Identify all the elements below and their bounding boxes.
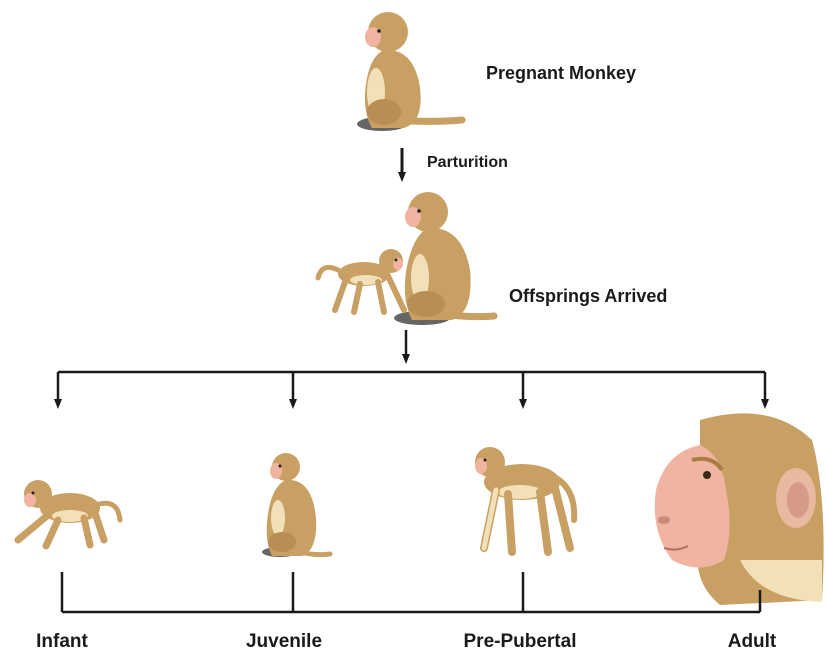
offsprings-label: Offsprings Arrived <box>509 286 667 306</box>
stage-label-juvenile: Juvenile <box>246 631 322 652</box>
stage-label-infant: Infant <box>36 631 88 652</box>
prepubertal-monkey-icon <box>475 447 574 552</box>
adult-monkey-head-icon <box>655 413 824 605</box>
parturition-label: Parturition <box>427 154 508 171</box>
branch-connector <box>58 330 765 404</box>
infant-monkey-icon <box>18 480 120 546</box>
juvenile-monkey-icon <box>262 453 330 557</box>
timeline <box>62 572 760 612</box>
stage-label-adult: Adult <box>728 631 777 652</box>
pregnant-monkey-label: Pregnant Monkey <box>486 63 636 83</box>
pregnant-monkey-icon <box>357 12 462 131</box>
stage-label-prepubertal: Pre-Pubertal <box>464 631 577 652</box>
offsprings-illustration-icon <box>318 192 494 325</box>
